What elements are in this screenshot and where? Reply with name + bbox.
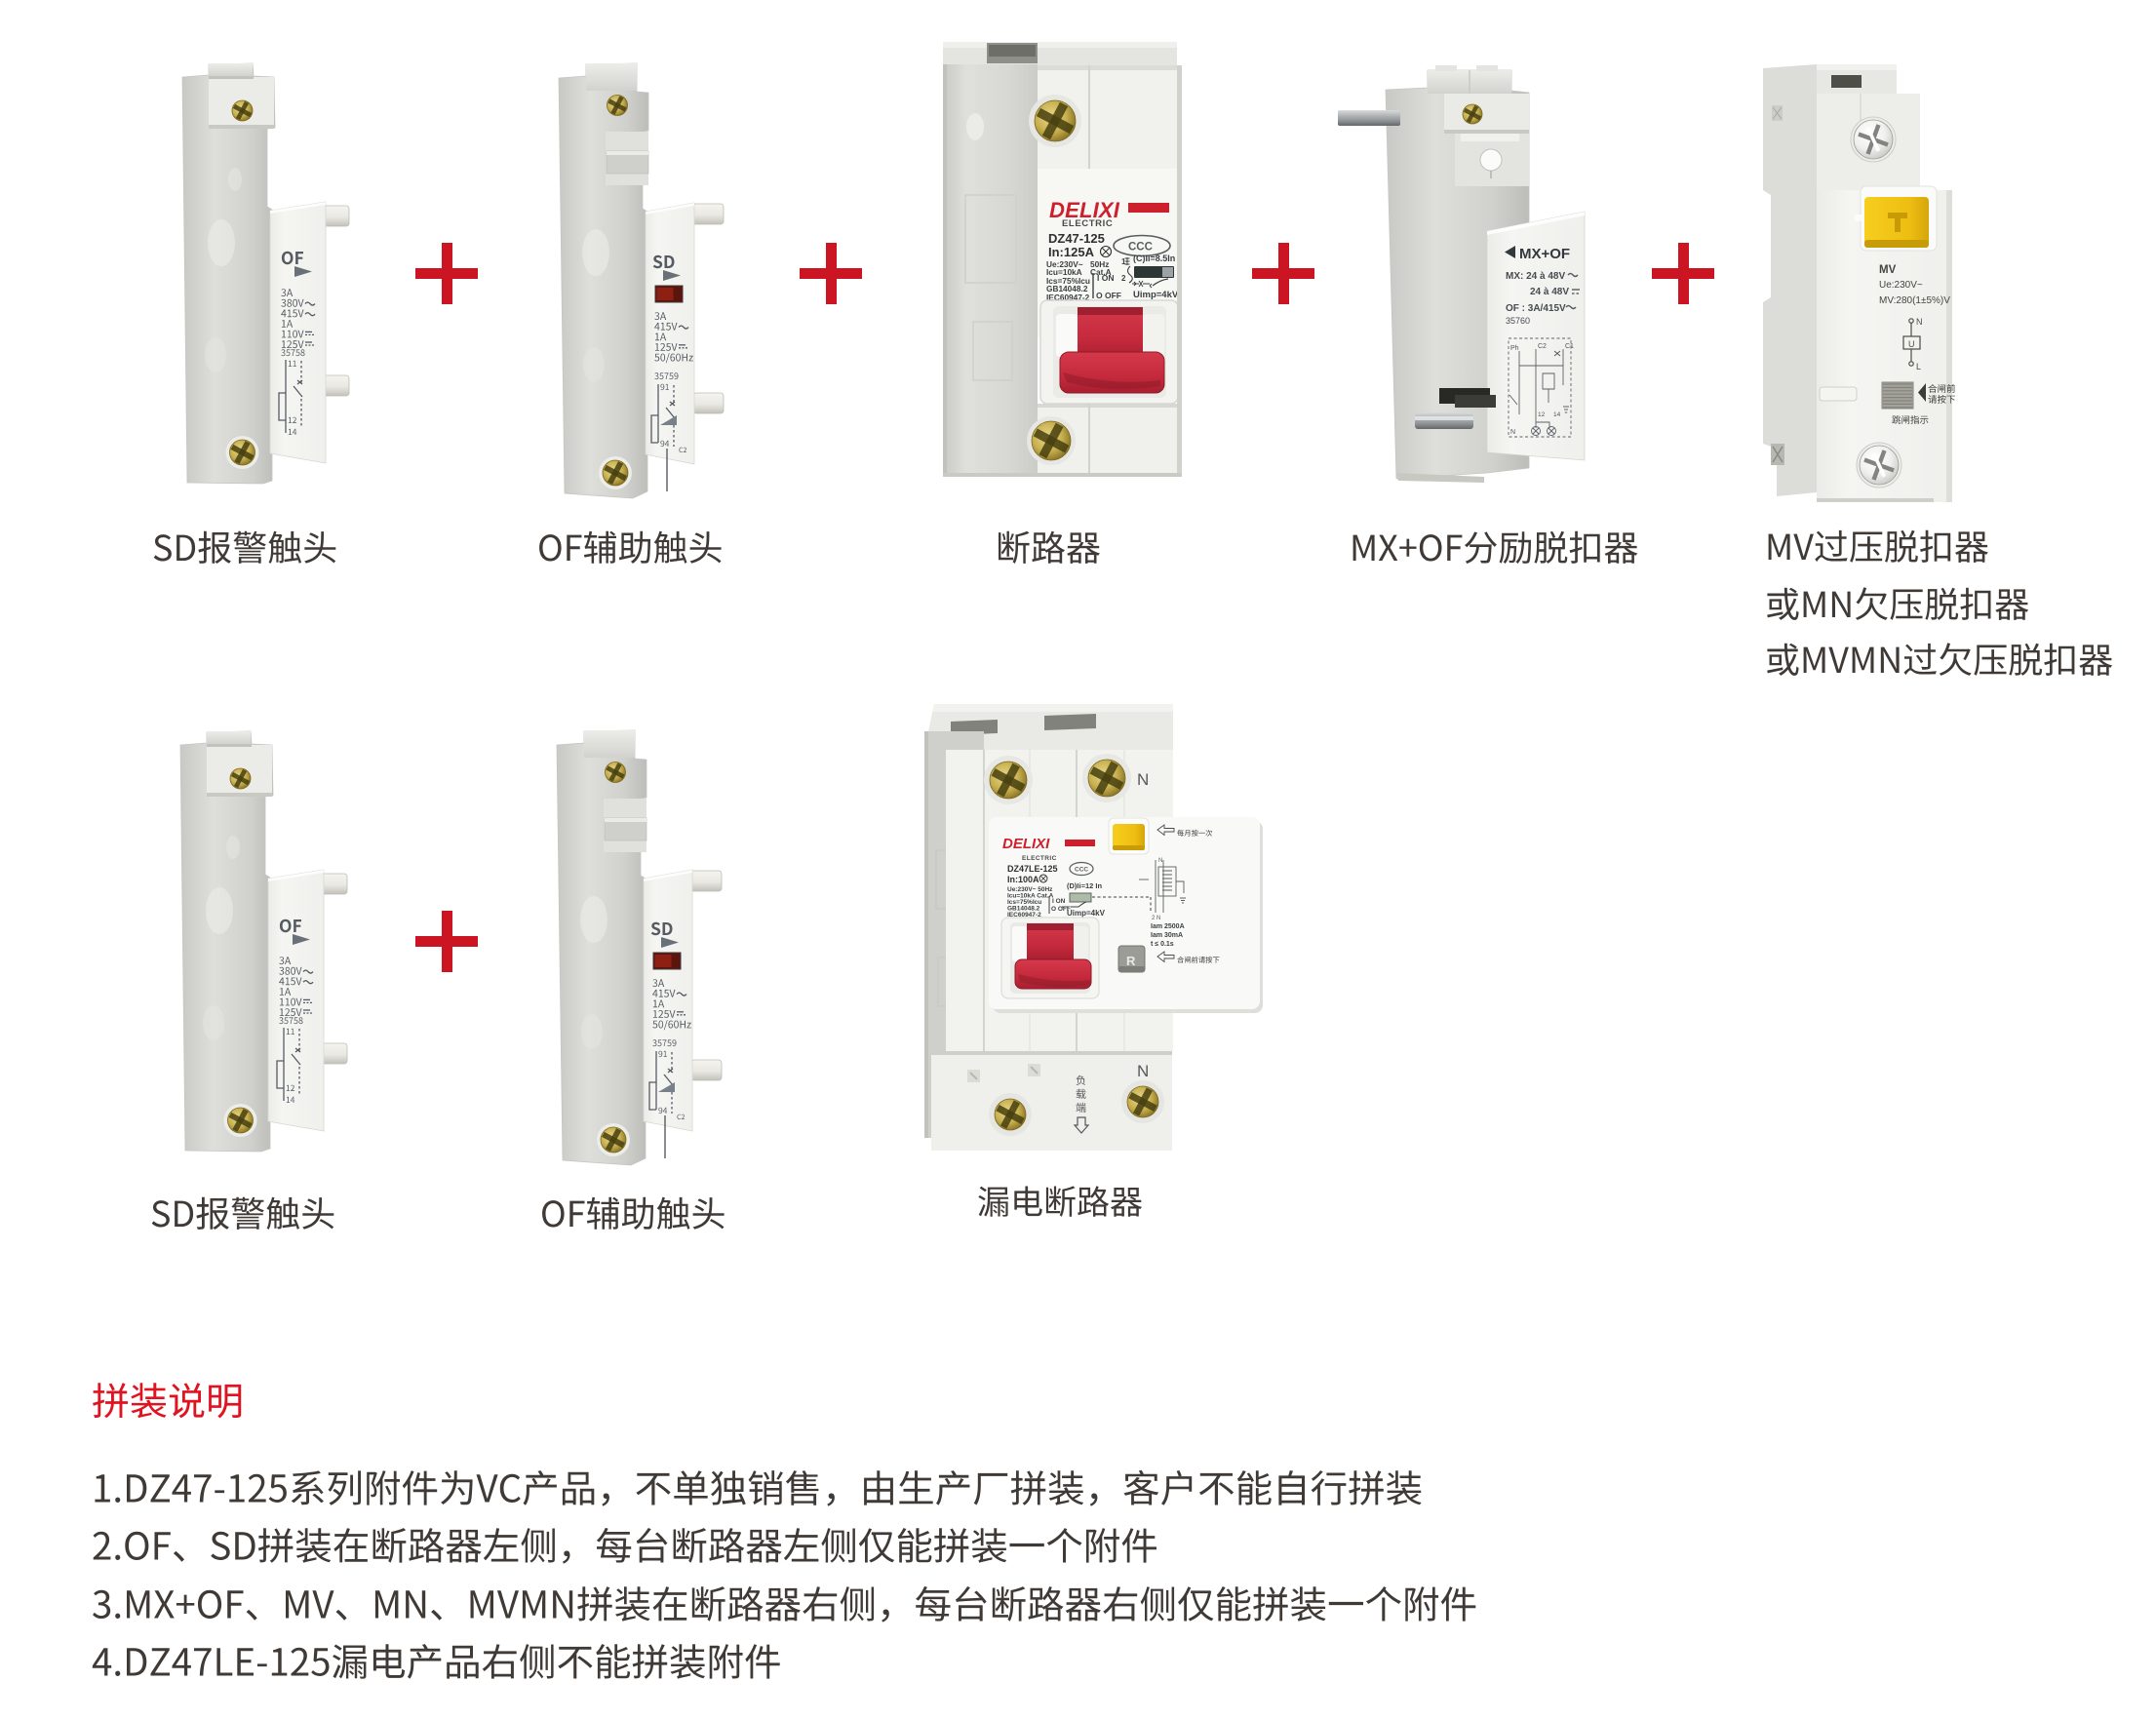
svg-text:C1: C1 — [1565, 343, 1574, 350]
svg-text:ELECTRIC: ELECTRIC — [1022, 855, 1057, 862]
svg-text:Iam 30mA: Iam 30mA — [1151, 932, 1183, 939]
svg-text:In:100A: In:100A — [1007, 875, 1039, 884]
svg-text:Ue:230V~: Ue:230V~ — [1879, 280, 1923, 291]
svg-text:Ue:230V~: Ue:230V~ — [1046, 259, 1083, 269]
svg-text:L: L — [1916, 362, 1921, 371]
svg-text:Uimp=4kV: Uimp=4kV — [1067, 909, 1106, 918]
svg-text:35760: 35760 — [1506, 316, 1530, 326]
svg-text:DELIXI: DELIXI — [1049, 198, 1120, 222]
svg-text:MX+OF: MX+OF — [1519, 246, 1570, 262]
svg-text:N: N — [1510, 429, 1515, 436]
svg-text:24 à 48V: 24 à 48V — [1530, 287, 1569, 297]
svg-text:In:125A: In:125A — [1048, 245, 1095, 259]
svg-text:CCC: CCC — [1075, 867, 1088, 874]
svg-text:IEC60947-2: IEC60947-2 — [1007, 912, 1041, 919]
svg-text:DELIXI: DELIXI — [1002, 836, 1050, 852]
svg-text:ELECTRIC: ELECTRIC — [1062, 218, 1113, 229]
svg-text:2 N: 2 N — [1152, 916, 1160, 921]
svg-text:N: N — [1137, 1062, 1149, 1080]
svg-text:MV: MV — [1879, 264, 1897, 276]
svg-text:DZ47LE-125: DZ47LE-125 — [1007, 864, 1058, 874]
svg-text:t ≤ 0.1s: t ≤ 0.1s — [1151, 941, 1174, 948]
svg-text:O OFF: O OFF — [1051, 906, 1071, 913]
svg-text:Icu=10kA Cat.A: Icu=10kA Cat.A — [1007, 893, 1054, 900]
svg-text:N: N — [1158, 858, 1162, 864]
svg-text:Uimp=4kV: Uimp=4kV — [1133, 290, 1179, 300]
svg-text:OF : 3A/415V: OF : 3A/415V — [1506, 303, 1566, 314]
svg-text:Iam 2500A: Iam 2500A — [1151, 923, 1185, 930]
svg-text:Ics=75%Icu: Ics=75%Icu — [1007, 899, 1041, 906]
svg-text:1: 1 — [1121, 257, 1126, 266]
svg-text:N: N — [1916, 317, 1923, 327]
svg-text:(D)Ii=12 In: (D)Ii=12 In — [1067, 881, 1102, 890]
svg-text:MX: 24 à 48V: MX: 24 à 48V — [1506, 271, 1565, 282]
svg-text:U: U — [1908, 339, 1915, 349]
svg-text:C2: C2 — [1538, 343, 1547, 350]
svg-text:R: R — [1126, 954, 1136, 968]
svg-text:O OFF: O OFF — [1096, 291, 1121, 300]
svg-text:(C)Ii=8.5In: (C)Ii=8.5In — [1133, 254, 1175, 263]
svg-text:12: 12 — [1538, 411, 1546, 418]
svg-text:Ics=75%Icu: Ics=75%Icu — [1046, 276, 1090, 286]
svg-text:Cat.A: Cat.A — [1090, 267, 1112, 277]
svg-text:IEC60947-2: IEC60947-2 — [1046, 293, 1090, 302]
svg-text:Ue:230V~ 50Hz: Ue:230V~ 50Hz — [1007, 886, 1053, 893]
svg-text:DZ47-125: DZ47-125 — [1048, 231, 1105, 246]
svg-text:Icu=10kA: Icu=10kA — [1046, 267, 1082, 277]
svg-text:GB14048.2: GB14048.2 — [1007, 906, 1040, 913]
svg-text:I ON: I ON — [1097, 273, 1114, 283]
svg-text:2: 2 — [1121, 274, 1126, 283]
svg-text:MV:280(1±5%)V: MV:280(1±5%)V — [1879, 295, 1950, 306]
svg-text:Ph: Ph — [1510, 345, 1519, 352]
svg-text:N: N — [1137, 770, 1149, 789]
svg-text:I ON: I ON — [1052, 898, 1066, 905]
svg-text:50Hz: 50Hz — [1090, 259, 1109, 269]
svg-text:CCC: CCC — [1128, 242, 1153, 254]
svg-text:14: 14 — [1553, 411, 1561, 418]
svg-text:GB14048.2: GB14048.2 — [1046, 284, 1088, 293]
